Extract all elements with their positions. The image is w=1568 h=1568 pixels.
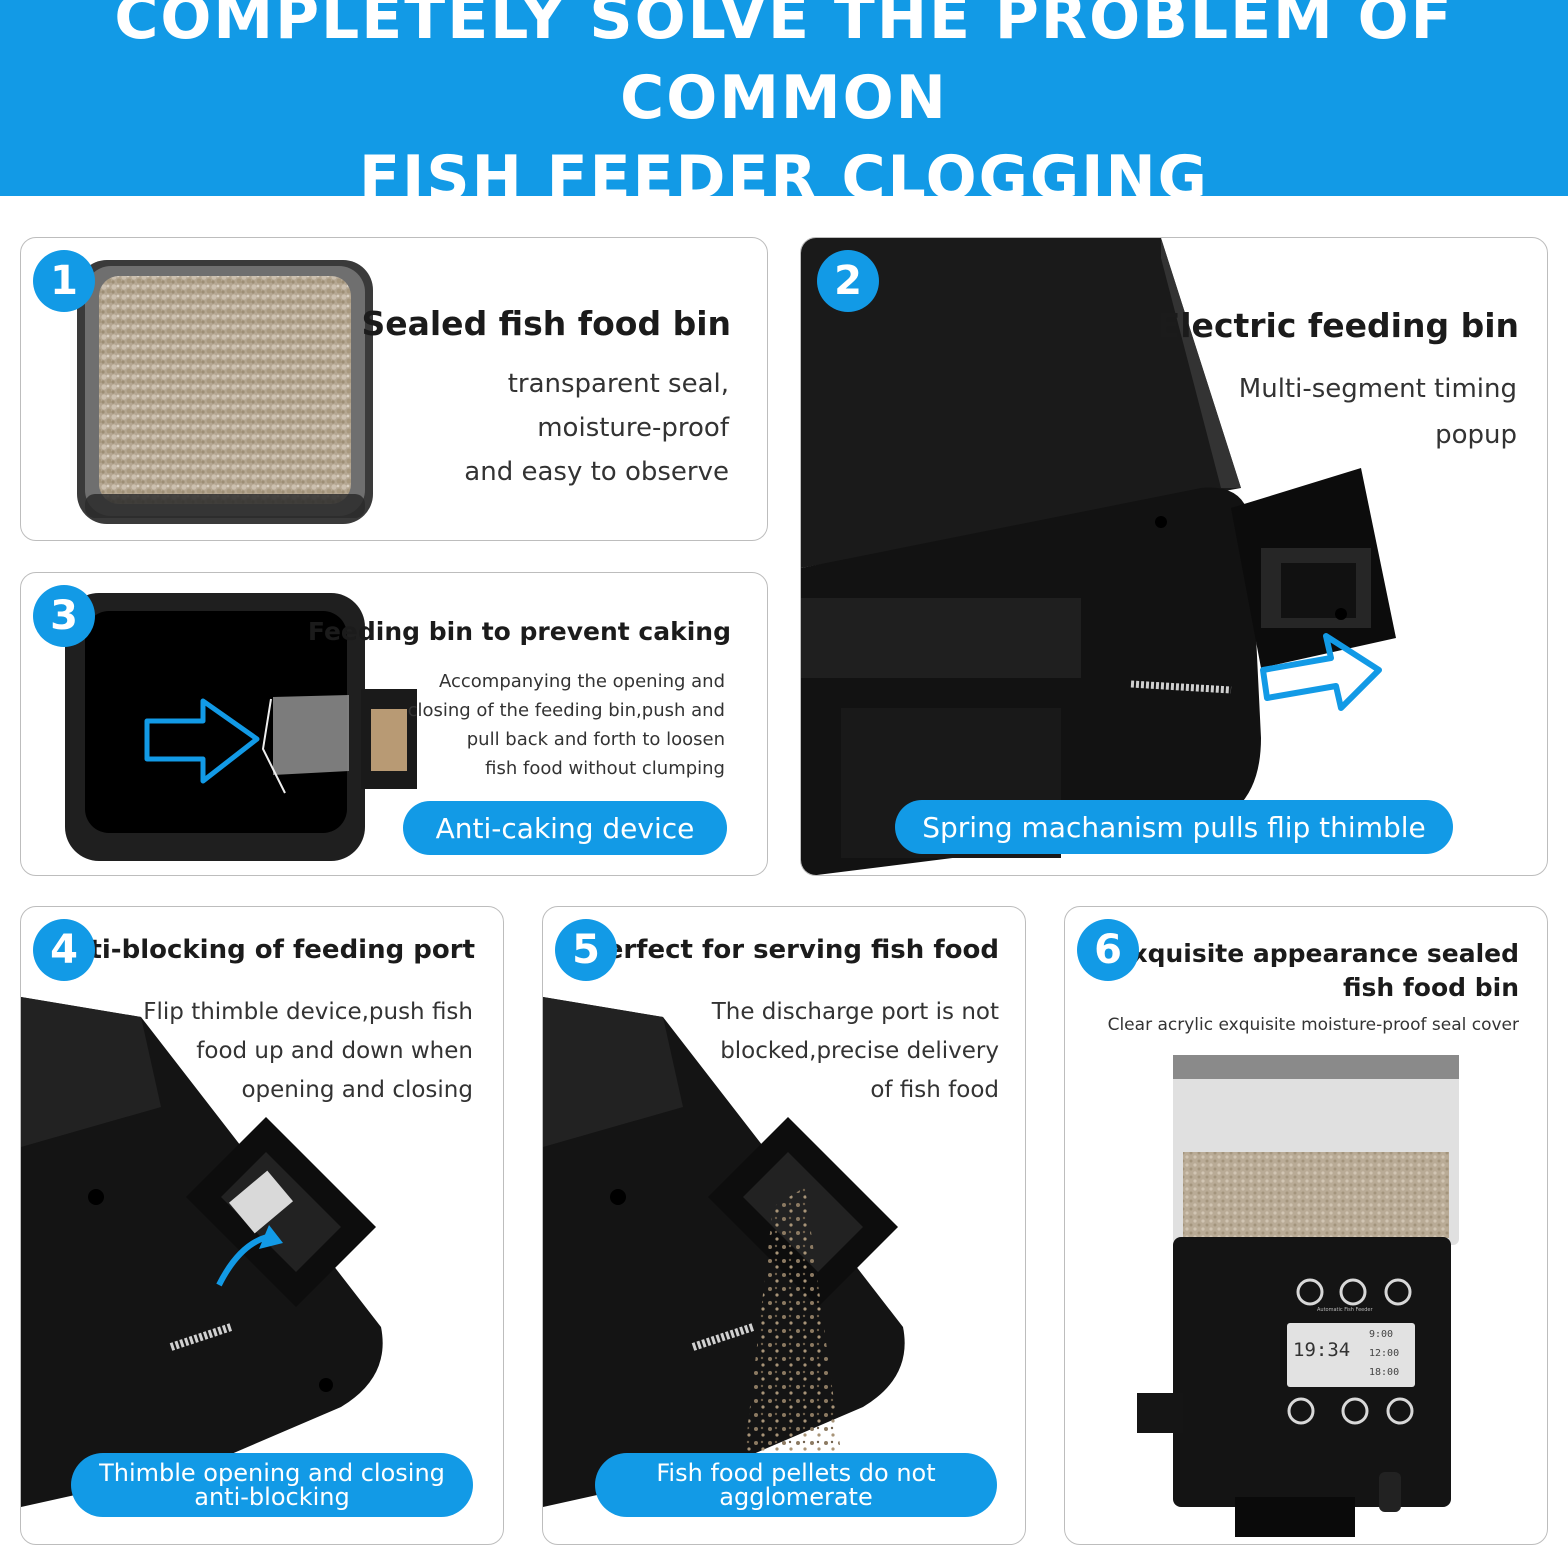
- panel-5-description: The discharge port is not blocked,precis…: [712, 993, 999, 1110]
- panel-2-desc-line: Multi-segment timing: [1238, 374, 1517, 404]
- panel-6-title-line: Exquisite appearance sealed: [1114, 939, 1519, 968]
- panel-1-sealed-bin: 1 Sealed fish food bin transparent seal,…: [20, 237, 768, 541]
- panel-6-appearance: Automatic Fish Feeder 19:34 9:00 12:00 1…: [1064, 906, 1548, 1545]
- anti-caking-bin-illustration: [65, 593, 417, 861]
- panel-3-desc-line: closing of the feeding bin,push and: [407, 700, 725, 721]
- panel-1-desc-line: moisture-proof: [537, 413, 729, 443]
- panel-3-description: Accompanying the opening and closing of …: [408, 667, 725, 783]
- panel-1-desc-line: transparent seal,: [507, 369, 729, 399]
- lcd-time-slot: 18:00: [1369, 1367, 1400, 1378]
- panel-5-desc-line: of fish food: [870, 1077, 999, 1103]
- panel-3-title: Feeding bin to prevent caking: [307, 617, 731, 646]
- panel-3-desc-line: pull back and forth to loosen: [466, 729, 725, 750]
- panel-6-description: Clear acrylic exquisite moisture-proof s…: [1108, 1015, 1519, 1035]
- panel-5-pill-text: Fish food pellets do not: [656, 1459, 936, 1487]
- panel-6-desc-line: Clear acrylic exquisite moisture-proof s…: [1107, 1015, 1519, 1035]
- step-number-1: 1: [33, 250, 95, 312]
- feeder-device-illustration: [1137, 1055, 1459, 1537]
- panel-3-desc-line: Accompanying the opening and: [438, 671, 725, 692]
- panel-1-title: Sealed fish food bin: [361, 304, 731, 343]
- panel-5-serving: 5 Perfect for serving fish food The disc…: [542, 906, 1026, 1545]
- step-number-5: 5: [555, 919, 617, 981]
- panel-4-desc-line: opening and closing: [241, 1077, 473, 1103]
- panel-2-electric-bin: 2 Electric feeding bin Multi-segment tim…: [800, 237, 1548, 876]
- step-number-3: 3: [33, 585, 95, 647]
- panel-4-description: Flip thimble device,push fish food up an…: [143, 993, 473, 1110]
- panel-5-feature-pill: Fish food pellets do not agglomerate: [595, 1453, 997, 1517]
- panel-4-title: Anti-blocking of feeding port: [50, 935, 475, 965]
- panel-4-anti-blocking: 4 Anti-blocking of feeding port Flip thi…: [20, 906, 504, 1545]
- lcd-time-slot: 12:00: [1369, 1348, 1400, 1359]
- panel-6-title-line: fish food bin: [1342, 973, 1519, 1002]
- panel-5-pill-text: agglomerate: [719, 1483, 873, 1511]
- header-banner: COMPLETELY SOLVE THE PROBLEM OF COMMON F…: [0, 0, 1568, 213]
- panel-3-feature-pill: Anti-caking device: [403, 801, 727, 855]
- panel-3-anti-caking: 3 Feeding bin to prevent caking Accompan…: [20, 572, 768, 876]
- food-delivery-illustration: [543, 997, 905, 1507]
- step-number-6: 6: [1077, 919, 1139, 981]
- panel-5-title: Perfect for serving fish food: [586, 935, 999, 965]
- panel-4-feature-pill: Thimble opening and closing anti-blockin…: [71, 1453, 473, 1517]
- header-title-line-2: FISH FEEDER CLOGGING: [359, 143, 1209, 213]
- panel-4-desc-line: Flip thimble device,push fish: [143, 999, 473, 1025]
- panel-2-desc-line: popup: [1435, 420, 1517, 450]
- panel-6-title: Exquisite appearance sealed fish food bi…: [1114, 937, 1519, 1005]
- panel-4-desc-line: food up and down when: [196, 1038, 473, 1064]
- device-brand-label: Automatic Fish Feeder: [1317, 1307, 1373, 1313]
- lcd-feeding-times: 9:00 12:00 18:00: [1369, 1325, 1399, 1382]
- panel-1-desc-line: and easy to observe: [464, 457, 729, 487]
- header-title-line-1: COMPLETELY SOLVE THE PROBLEM OF COMMON: [114, 0, 1454, 133]
- food-bin-illustration: [77, 260, 373, 524]
- panel-4-pill-text: anti-blocking: [194, 1483, 350, 1511]
- panel-2-feature-pill: Spring machanism pulls flip thimble: [895, 800, 1453, 854]
- panel-2-title: Electric feeding bin: [1157, 306, 1519, 345]
- lcd-time-slot: 9:00: [1369, 1329, 1394, 1340]
- panel-2-description: Multi-segment timing popup: [1239, 366, 1517, 458]
- panel-5-desc-line: blocked,precise delivery: [720, 1038, 999, 1064]
- lcd-clock: 19:34: [1293, 1339, 1351, 1361]
- step-number-2: 2: [817, 250, 879, 312]
- flip-thimble-illustration: [21, 997, 383, 1507]
- panel-2-pill-text: Spring machanism pulls flip thimble: [922, 810, 1426, 844]
- panel-5-desc-line: The discharge port is not: [711, 999, 999, 1025]
- panel-1-description: transparent seal, moisture-proof and eas…: [464, 362, 729, 494]
- panel-3-desc-line: fish food without clumping: [485, 758, 725, 779]
- step-number-4: 4: [33, 919, 95, 981]
- panel-4-pill-text: Thimble opening and closing: [99, 1459, 445, 1487]
- panel-3-pill-text: Anti-caking device: [435, 811, 695, 845]
